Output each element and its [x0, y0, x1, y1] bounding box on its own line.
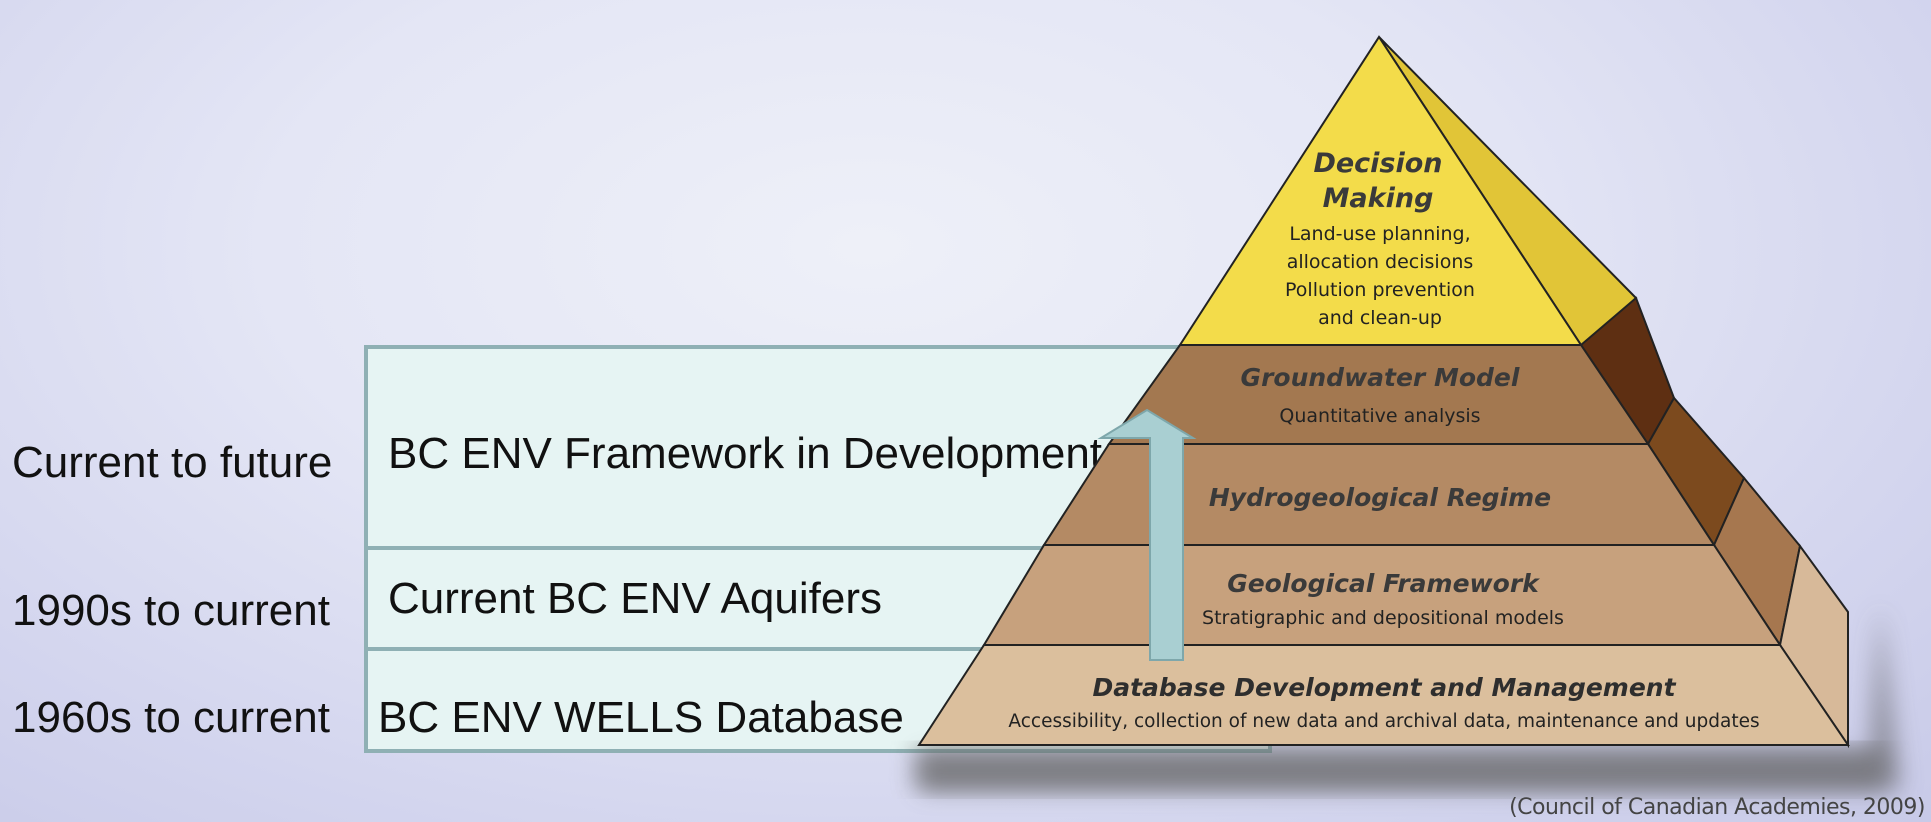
framework-box-label: BC ENV Framework in Development — [388, 429, 1103, 478]
groundwater-model-title: Groundwater Model — [1241, 363, 1520, 392]
era-label-current-to-future: Current to future — [12, 438, 333, 487]
hydrogeological-regime-title: Hydrogeological Regime — [1209, 483, 1551, 512]
groundwater-model-desc: Quantitative analysis — [1279, 405, 1480, 427]
decision-making-desc-3: Pollution prevention — [1285, 279, 1475, 301]
era-label-1960s-to-current: 1960s to current — [12, 693, 330, 742]
tier-db — [917, 644, 1850, 746]
database-development-desc: Accessibility, collection of new data an… — [1008, 711, 1759, 732]
geological-framework-desc: Stratigraphic and depositional models — [1202, 607, 1564, 629]
decision-making-desc-4: and clean-up — [1318, 307, 1442, 329]
decision-making-title-1: Decision — [1313, 148, 1442, 179]
pyramid-shadow-base — [915, 745, 1885, 790]
tier-groundwater — [1107, 344, 1650, 445]
database-development-title: Database Development and Management — [1092, 673, 1676, 702]
source-citation: (Council of Canadian Academies, 2009) — [1509, 795, 1925, 820]
aquifers-box-label: Current BC ENV Aquifers — [388, 574, 882, 623]
wells-box-label: BC ENV WELLS Database — [378, 693, 904, 742]
decision-making-desc-1: Land-use planning, — [1289, 223, 1470, 245]
geological-framework-title: Geological Framework — [1227, 569, 1540, 598]
era-label-1990s-to-current: 1990s to current — [12, 586, 330, 635]
decision-making-title-2: Making — [1323, 183, 1434, 214]
decision-making-desc-2: allocation decisions — [1287, 251, 1474, 273]
up-arrow — [1097, 408, 1197, 661]
